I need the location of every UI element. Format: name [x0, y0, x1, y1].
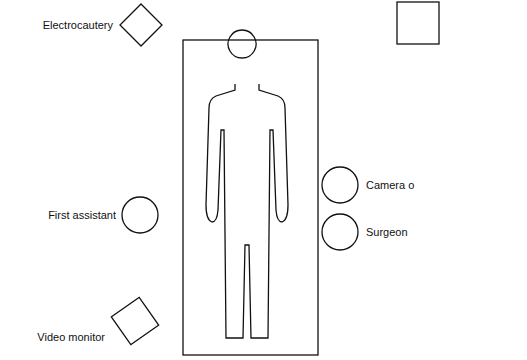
staff-circle: First assistant: [121, 196, 159, 234]
node-label: Camera o: [366, 179, 414, 192]
node-label: Electrocautery: [43, 19, 113, 32]
diamond-outline: [120, 4, 162, 46]
node-label: Video monitor: [37, 331, 105, 344]
staff-circle: Surgeon: [321, 213, 359, 251]
node-outline: [321, 213, 359, 251]
circle-outline: [122, 197, 158, 233]
circle-outline: [322, 214, 358, 250]
staff-circle: Camera o: [321, 166, 359, 204]
node-outline: [121, 196, 159, 234]
equipment-box: [397, 2, 439, 44]
node-label: First assistant: [48, 209, 116, 222]
equipment-diamond: Electrocautery: [118, 2, 164, 48]
node-outline: [118, 2, 164, 48]
equipment-diamond: Video monitor: [110, 296, 160, 346]
node-label: Surgeon: [366, 226, 408, 239]
tilted-box-outline: [111, 297, 158, 344]
node-outline: [110, 296, 160, 346]
patient-figure: [206, 30, 288, 338]
circle-outline: [322, 167, 358, 203]
node-outline: [321, 166, 359, 204]
